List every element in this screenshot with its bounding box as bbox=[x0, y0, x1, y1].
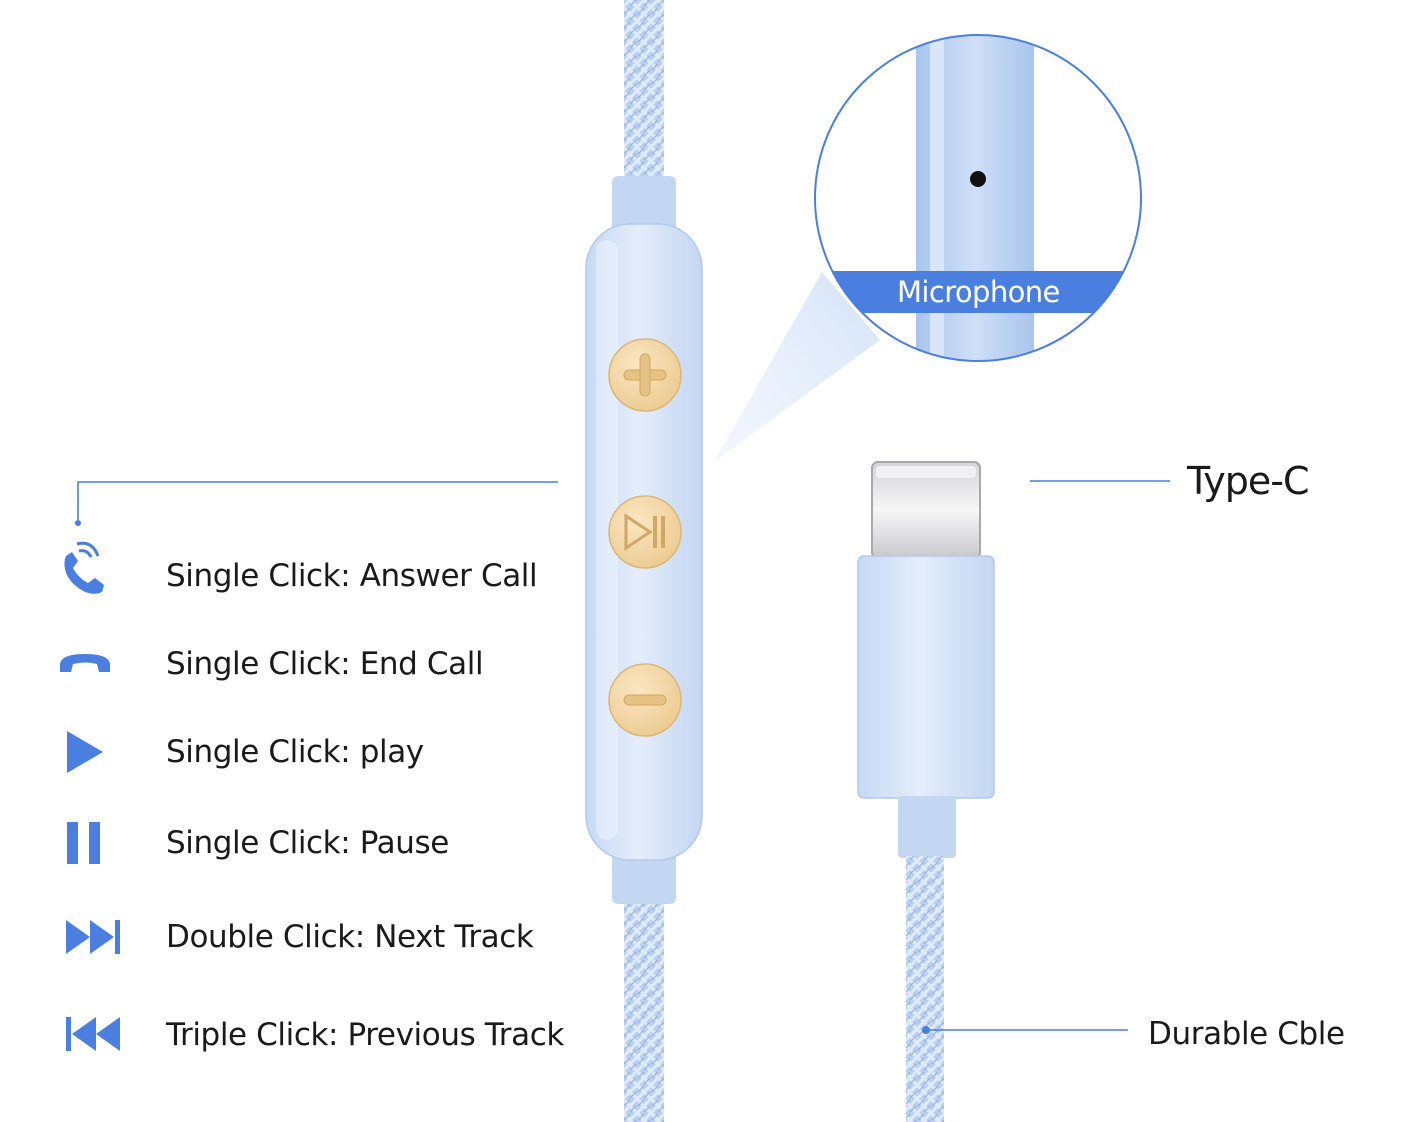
next-track-icon bbox=[66, 920, 120, 954]
microphone-zoom bbox=[814, 34, 1142, 362]
type-c-label: Type-C bbox=[1187, 459, 1310, 503]
function-label-end-call: Single Click: End Call bbox=[166, 646, 484, 682]
durable-cable-label: Durable Cble bbox=[1148, 1016, 1345, 1052]
microphone-hole bbox=[970, 171, 986, 187]
zoom-cone bbox=[714, 272, 880, 462]
minus-icon bbox=[608, 663, 682, 737]
phone-answer-icon bbox=[64, 541, 104, 594]
leader-lines bbox=[75, 480, 1170, 1034]
plus-icon bbox=[608, 338, 682, 412]
pause-icon bbox=[67, 822, 100, 864]
function-label-pause: Single Click: Pause bbox=[166, 825, 449, 861]
type-c-connector bbox=[857, 461, 995, 1122]
phone-end-icon bbox=[59, 654, 111, 672]
remote-cable bbox=[612, 0, 676, 1122]
previous-track-icon bbox=[66, 1017, 120, 1051]
play-pause-icon bbox=[608, 495, 682, 569]
function-label-next-track: Double Click: Next Track bbox=[166, 919, 534, 955]
microphone-label: Microphone bbox=[897, 275, 1060, 309]
function-label-answer-call: Single Click: Answer Call bbox=[166, 558, 538, 594]
function-label-previous-track: Triple Click: Previous Track bbox=[166, 1017, 564, 1053]
play-icon bbox=[67, 731, 103, 773]
function-label-play: Single Click: play bbox=[166, 734, 424, 770]
